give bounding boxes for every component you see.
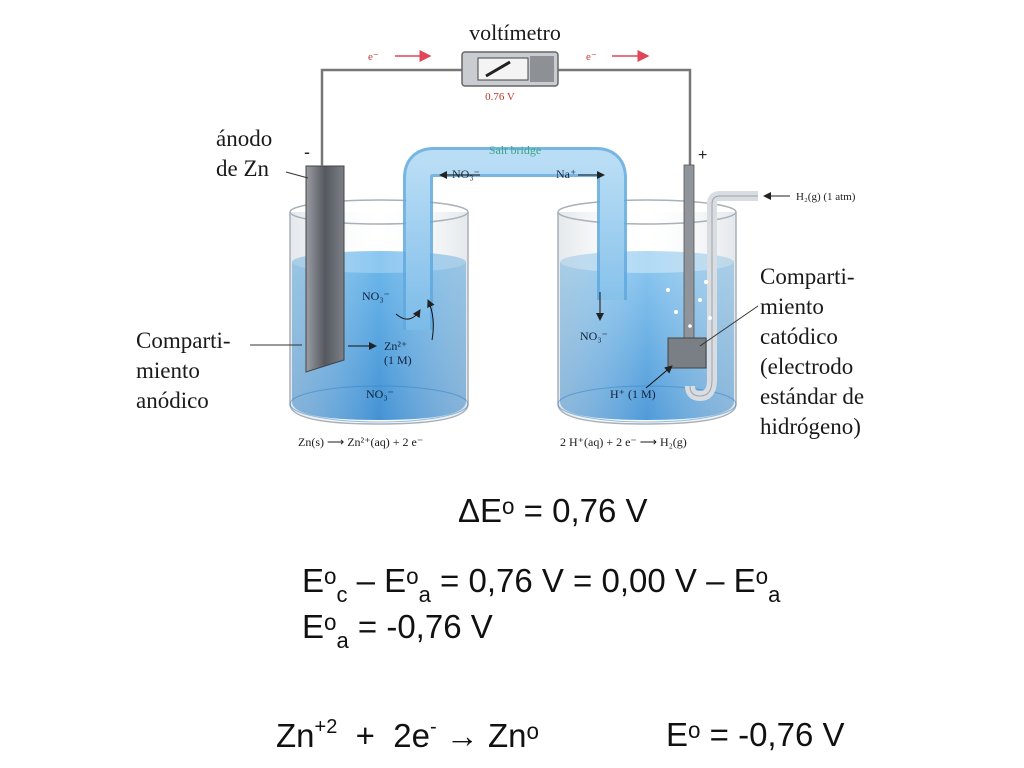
eq3-e: Eᵒ (302, 608, 337, 645)
reduction-half-reaction: Zn+2 + 2e- → Znᵒ (276, 716, 539, 755)
cathodic-pointer (699, 305, 759, 347)
minus-terminal: - (304, 142, 310, 162)
eq4-minus: - (429, 716, 437, 738)
anode-label: ánodo de Zn (216, 124, 272, 184)
plus-terminal: + (698, 147, 707, 164)
ion-curve-arrow-2 (427, 299, 435, 341)
no3-left-upper: NO₃⁻ (362, 289, 390, 303)
cathodic-line-5: estándar de (760, 384, 865, 409)
h2-gas-label: H₂(g) (1 atm) (796, 191, 856, 203)
bridge-no3-label: NO₃⁻ (452, 167, 480, 181)
cathodic-line-4: (electrodo (760, 354, 854, 379)
h-ion-label: H⁺ (1 M) (610, 387, 656, 401)
eq2-sub-a2: a (768, 582, 781, 607)
eq2-sub-c: c (336, 582, 348, 607)
hydrogen-electrode (666, 164, 758, 402)
eq2-e: Eᵒ (302, 562, 337, 599)
anode-pointer (285, 171, 309, 179)
external-wire (320, 68, 692, 165)
reduction-potential: Eᵒ = -0,76 V (666, 716, 845, 753)
eq2-mid: – Eᵒ (347, 562, 419, 599)
anodic-line-1: Comparti- (136, 328, 231, 353)
zinc-electrode (305, 152, 345, 373)
eq4-charge: +2 (314, 716, 338, 738)
eq4-arrow: → Znᵒ (436, 717, 539, 754)
salt-bridge-label: Salt bridge (489, 143, 541, 157)
voltmeter-label: voltímetro (469, 20, 561, 45)
anode-label-line2: de Zn (216, 156, 270, 181)
zn2-ion-label: Zn²⁺ (384, 339, 407, 353)
anodic-line-2: miento (136, 358, 200, 383)
cathodic-line-1: Comparti- (760, 264, 855, 289)
voltage-reading: 0.76 V (485, 91, 515, 103)
eq4-zn: Zn (276, 717, 315, 754)
cathodic-line-2: miento (760, 294, 824, 319)
eq3-sub-a: a (336, 628, 349, 653)
anode-potential-equation: Eᵒa = -0,76 V (302, 608, 493, 654)
h-ion-arrow (645, 365, 673, 389)
cathode-reaction: 2 H⁺(aq) + 2 e⁻ ⟶ H₂(g) (560, 435, 687, 449)
anodic-line-3: anódico (136, 388, 209, 413)
eq3-rest: = -0,76 V (348, 608, 493, 645)
zn2-conc-label: (1 M) (384, 353, 412, 367)
salt-bridge (403, 147, 627, 330)
eq2-rest: = 0,76 V = 0,00 V – Eᵒ (430, 562, 769, 599)
bridge-na-label: Na⁺ (556, 167, 576, 181)
ion-curve-arrow-1 (395, 309, 421, 320)
no3-right: NO₃⁻ (580, 329, 608, 343)
electron-label-left: e⁻ (368, 51, 379, 63)
anodic-compartment-label: Comparti- miento anódico (136, 326, 231, 416)
voltmeter (461, 51, 559, 87)
cathodic-line-3: catódico (760, 324, 838, 349)
delta-e-equation: ΔEᵒ = 0,76 V (458, 492, 648, 529)
anode-label-line1: ánodo (216, 126, 273, 151)
potential-equation: Eᵒc – Eᵒa = 0,76 V = 0,00 V – Eᵒa (302, 562, 780, 608)
electron-label-right: e⁻ (586, 51, 597, 63)
no3-left-lower: NO₃⁻ (366, 387, 394, 401)
eq4-mid: + 2e (337, 717, 430, 754)
cathodic-line-6: hidrógeno) (760, 414, 861, 439)
eq2-sub-a: a (418, 582, 431, 607)
anode-reaction: Zn(s) ⟶ Zn²⁺(aq) + 2 e⁻ (298, 435, 423, 449)
cathodic-compartment-label: Comparti- miento catódico (electrodo est… (760, 262, 864, 442)
